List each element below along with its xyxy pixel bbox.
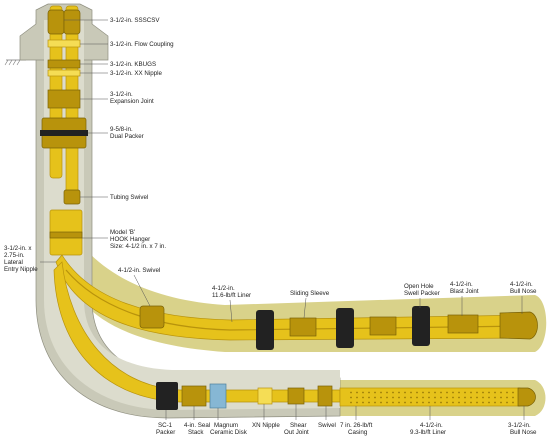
label-lower-swivel: Swivel bbox=[318, 422, 336, 429]
blast-joint bbox=[447, 314, 479, 334]
upper-lateral-tubing bbox=[55, 254, 531, 341]
lower-bull-nose bbox=[517, 387, 536, 407]
label-swell-packer-2: Swell Packer bbox=[404, 290, 440, 297]
label-lateral-nipple-1: 3-1/2-in. x bbox=[4, 245, 32, 252]
label-lateral-nipple-2: 2.75-in. bbox=[4, 252, 25, 259]
label-shear-2: Out Joint bbox=[284, 429, 309, 436]
label-seal-1: 4-in. Seal bbox=[184, 422, 210, 429]
sliding-sleeve-1 bbox=[289, 317, 317, 337]
dual-packer-element bbox=[40, 130, 88, 136]
shear-out-joint bbox=[287, 387, 305, 405]
label-shear-1: Shear bbox=[290, 422, 307, 429]
label-sssc: 3-1/2-in. SSSCSV bbox=[110, 17, 160, 24]
label-hook-hanger-2: HOOK Hanger bbox=[110, 236, 150, 243]
lower-liner-perforations bbox=[346, 389, 516, 405]
label-xn-nipple: XN Nipple bbox=[252, 422, 280, 429]
label-bull-nose-lower-2: Bull Nose bbox=[510, 429, 537, 436]
ground-surface bbox=[4, 59, 26, 66]
label-sc1-1: SC-1 bbox=[158, 422, 173, 429]
xx-nipple bbox=[47, 69, 81, 77]
expansion-joint bbox=[47, 89, 81, 109]
upper-swivel bbox=[139, 305, 165, 329]
leader-lines bbox=[40, 19, 525, 420]
label-bull-nose-upper-2: Bull Nose bbox=[510, 288, 537, 295]
swell-packer-3 bbox=[412, 306, 430, 346]
label-xx-nipple: 3-1/2-in. XX Nipple bbox=[110, 70, 162, 77]
sc1-packer bbox=[156, 382, 178, 410]
sliding-sleeve-2 bbox=[369, 316, 397, 336]
label-expansion-joint-2: Expansion Joint bbox=[110, 98, 154, 105]
label-liner-upper-1: 4-1/2-in. bbox=[212, 285, 235, 292]
flow-coupling bbox=[47, 39, 81, 48]
label-liner-lower-1: 4-1/2-in. bbox=[420, 422, 443, 429]
label-ceramic-2: Ceramic Disk bbox=[210, 429, 248, 436]
lower-swivel bbox=[317, 385, 333, 407]
label-blast-joint-1: 4-1/2-in. bbox=[450, 281, 473, 288]
label-liner-upper-2: 11.6-lb/ft Liner bbox=[212, 292, 251, 299]
label-swell-packer-1: Open Hole bbox=[404, 283, 434, 290]
label-ceramic-1: Magnum bbox=[214, 422, 238, 429]
ceramic-disk bbox=[209, 383, 227, 409]
label-expansion-joint-1: 3-1/2-in. bbox=[110, 91, 133, 98]
label-sc1-2: Packer bbox=[156, 429, 175, 436]
label-blast-joint-2: Blast Joint bbox=[450, 288, 479, 295]
label-lateral-nipple-3: Lateral bbox=[4, 259, 23, 266]
kbugs bbox=[47, 59, 81, 69]
label-flow-coupling: 3-1/2-in. Flow Coupling bbox=[110, 41, 174, 48]
label-liner-lower-2: 9.3-lb/ft Liner bbox=[410, 429, 446, 436]
label-hook-hanger-3: Size: 4-1/2 in. x 7 in. bbox=[110, 243, 166, 250]
label-sliding-sleeve: Sliding Sleeve bbox=[290, 290, 330, 297]
label-bull-nose-upper-1: 4-1/2-in. bbox=[510, 281, 533, 288]
swell-packer-2 bbox=[336, 308, 354, 348]
label-casing-2: Casing bbox=[348, 429, 368, 436]
tubing-swivel bbox=[63, 189, 81, 205]
sssc-valve-2 bbox=[63, 9, 81, 35]
swell-packer-1 bbox=[256, 310, 274, 350]
label-lateral-nipple-4: Entry Nipple bbox=[4, 266, 38, 273]
label-seal-2: Stack bbox=[188, 429, 204, 436]
label-dual-packer-1: 9-5/8-in. bbox=[110, 126, 133, 133]
xn-nipple bbox=[257, 387, 273, 405]
upper-bull-nose bbox=[499, 311, 538, 340]
label-upper-swivel: 4-1/2-in. Swivel bbox=[118, 267, 160, 274]
label-casing-1: 7 in. 26-lb/ft bbox=[340, 422, 373, 429]
label-tubing-swivel: Tubing Swivel bbox=[110, 194, 148, 201]
hook-hanger-band bbox=[49, 231, 83, 239]
sssc-valve bbox=[47, 9, 65, 35]
label-hook-hanger-1: Model 'B' bbox=[110, 229, 135, 236]
seal-stack bbox=[181, 385, 207, 407]
label-dual-packer-2: Dual Packer bbox=[110, 133, 144, 140]
label-bull-nose-lower-1: 3-1/2-in. bbox=[508, 422, 531, 429]
label-kbugs: 3-1/2-in. KBUGS bbox=[110, 61, 156, 68]
